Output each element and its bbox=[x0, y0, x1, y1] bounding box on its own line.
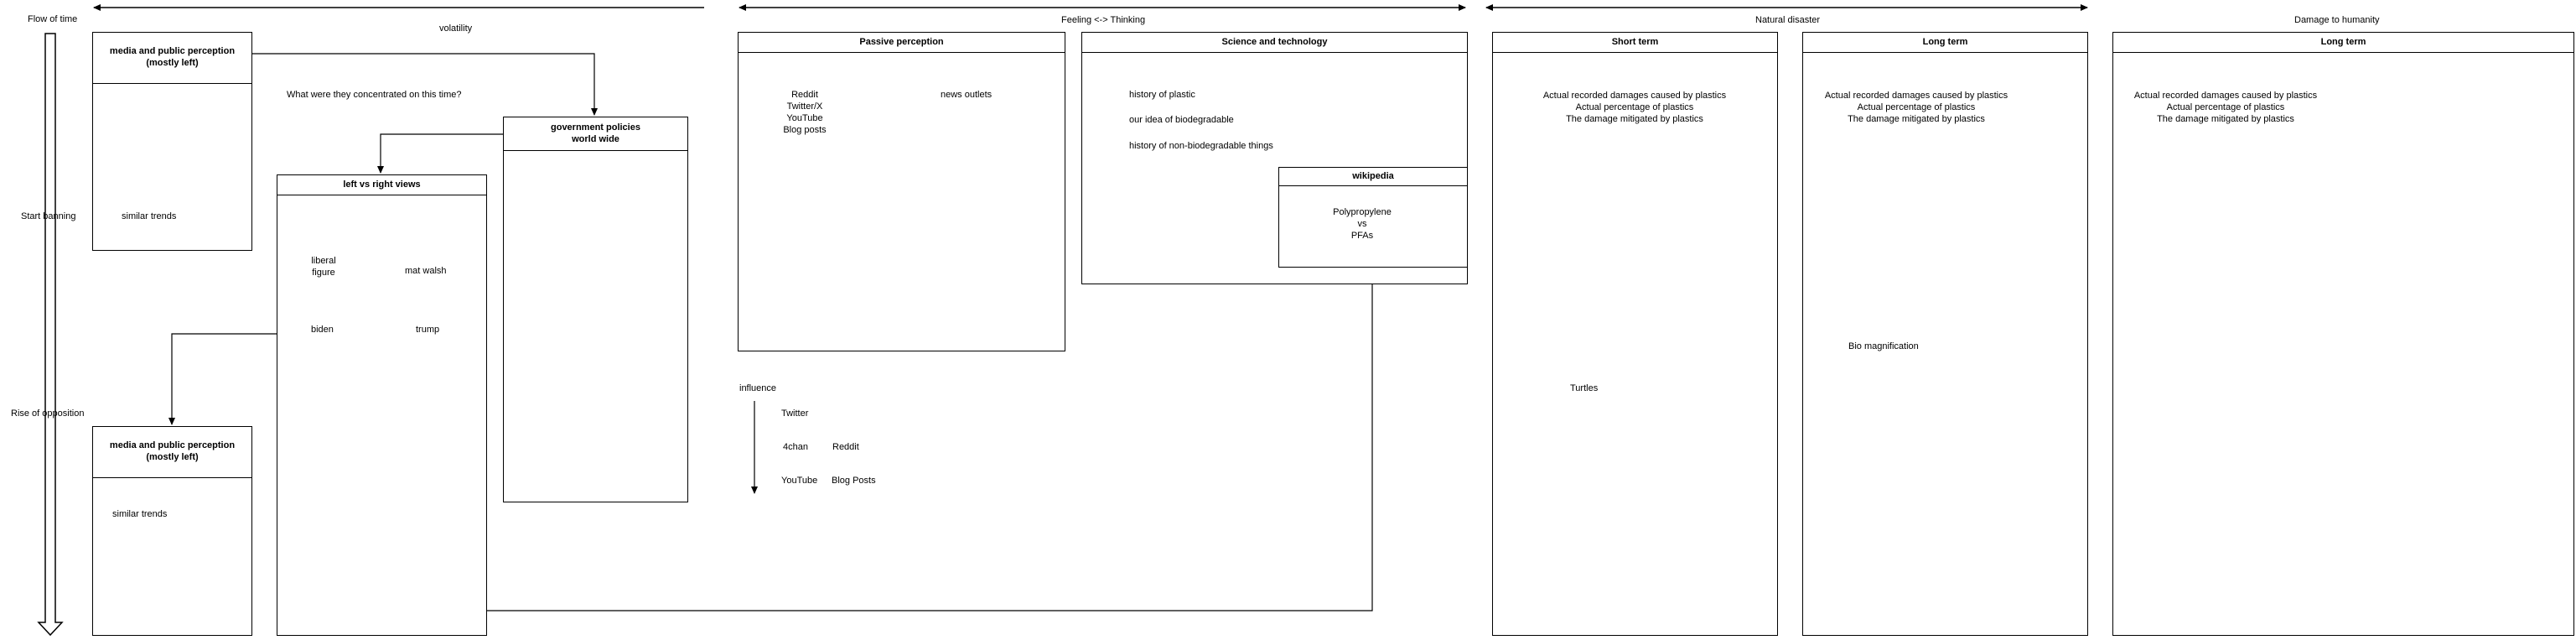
influence-twitter: Twitter bbox=[781, 408, 809, 419]
wikipedia-box: wikipedia bbox=[1278, 167, 1468, 268]
media-bottom-similar-trends: similar trends bbox=[112, 509, 168, 519]
turtles-label: Turtles bbox=[1570, 383, 1599, 393]
damage-to-humanity-label: Damage to humanity bbox=[2294, 15, 2380, 25]
bio-magnification-label: Bio magnification bbox=[1848, 341, 1919, 351]
long-term-box-1: Long term bbox=[1802, 32, 2088, 636]
volatility-label: volatility bbox=[439, 23, 473, 34]
influence-youtube: YouTube bbox=[781, 476, 818, 486]
passive-perception-title: Passive perception bbox=[739, 33, 1065, 53]
concentrated-question: What were they concentrated on this time… bbox=[287, 90, 462, 100]
long-term-body-1: Actual recorded damages caused by plasti… bbox=[1824, 91, 2008, 124]
liberal-figure-label: liberal figure bbox=[311, 256, 336, 278]
lr-to-wikipedia-connector bbox=[486, 266, 1376, 611]
government-policies-box: government policies world wide bbox=[503, 117, 688, 502]
media-perception-top-box: media and public perception (mostly left… bbox=[92, 32, 252, 251]
media-perception-top-title: media and public perception (mostly left… bbox=[93, 33, 251, 84]
short-term-body: Actual recorded damages caused by plasti… bbox=[1542, 91, 1727, 124]
start-banning-label: Start banning bbox=[21, 211, 76, 221]
left-vs-right-box: left vs right views bbox=[277, 174, 487, 636]
long-term-box-2: Long term bbox=[2112, 32, 2574, 636]
government-policies-title: government policies world wide bbox=[504, 117, 687, 151]
short-term-title: Short term bbox=[1493, 33, 1777, 53]
history-non-biodegradable: history of non-biodegradable things bbox=[1129, 141, 1273, 151]
influence-blog-posts: Blog Posts bbox=[832, 476, 876, 486]
influence-label: influence bbox=[739, 383, 777, 393]
influence-4chan: 4chan bbox=[783, 442, 808, 452]
gov-to-lr-connector bbox=[377, 133, 503, 174]
wikipedia-title: wikipedia bbox=[1279, 168, 1467, 186]
influence-reddit: Reddit bbox=[832, 442, 859, 452]
media-to-gov-connector bbox=[251, 53, 598, 116]
biden-label: biden bbox=[311, 325, 334, 335]
flow-of-time-arrow bbox=[37, 33, 64, 637]
natural-disaster-label: Natural disaster bbox=[1755, 15, 1821, 25]
science-technology-title: Science and technology bbox=[1082, 33, 1467, 53]
media-perception-bottom-box: media and public perception (mostly left… bbox=[92, 426, 252, 636]
passive-perception-box: Passive perception bbox=[738, 32, 1065, 351]
short-term-box: Short term bbox=[1492, 32, 1778, 636]
history-of-plastic: history of plastic bbox=[1129, 90, 1195, 100]
trump-label: trump bbox=[416, 325, 440, 335]
flow-of-time-label: Flow of time bbox=[28, 14, 78, 24]
wikipedia-body: Polypropylene vs PFAs bbox=[1333, 207, 1392, 241]
news-outlets-label: news outlets bbox=[941, 90, 993, 100]
media-top-similar-trends: similar trends bbox=[122, 211, 177, 221]
left-vs-right-title: left vs right views bbox=[277, 175, 486, 195]
feeling-thinking-label: Feeling <-> Thinking bbox=[1061, 15, 1146, 25]
passive-sources-list: Reddit Twitter/X YouTube Blog posts bbox=[783, 90, 827, 135]
lr-to-media-bottom-connector bbox=[168, 333, 277, 425]
rise-of-opposition-label: Rise of opposition bbox=[11, 408, 85, 419]
long-term-title-1: Long term bbox=[1803, 33, 2087, 53]
idea-of-biodegradable: our idea of biodegradable bbox=[1129, 115, 1234, 125]
mat-walsh-label: mat walsh bbox=[405, 266, 447, 276]
long-term-body-2: Actual recorded damages caused by plasti… bbox=[2133, 91, 2318, 124]
media-perception-bottom-title: media and public perception (mostly left… bbox=[93, 427, 251, 478]
long-term-title-2: Long term bbox=[2113, 33, 2573, 53]
